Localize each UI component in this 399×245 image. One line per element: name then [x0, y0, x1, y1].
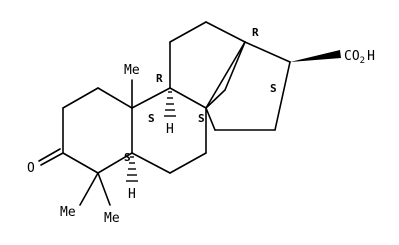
ketone-double-bond [38, 148, 64, 166]
gem-dimethyl-bonds [79, 172, 111, 206]
hydrogen-label-c9: H [166, 122, 174, 137]
stereo-label-c9: R [156, 72, 163, 85]
ring-d-bonds [205, 41, 291, 131]
stereo-label-c13: R [252, 26, 259, 39]
stereo-label-c8: S [198, 112, 205, 125]
carboxyl-wedge-bond [290, 50, 341, 62]
ring-b-bonds [131, 87, 207, 174]
stereo-label-c5: S [124, 151, 131, 164]
hydrogen-label-c5: H [128, 187, 136, 202]
methyl-label-right: Me [104, 211, 120, 226]
stereo-label-c16: S [270, 82, 277, 95]
ring-c-bonds [169, 21, 246, 109]
hashed-bond-c5-h [126, 156, 138, 182]
oxygen-atom-label: O [27, 161, 35, 176]
ring-a-bonds [62, 87, 133, 174]
hashed-bond-c9-h [164, 91, 176, 117]
angular-methyl-label: Me [124, 63, 140, 78]
methyl-label-left: Me [60, 205, 76, 220]
stereo-label-c9b: S [148, 112, 155, 125]
